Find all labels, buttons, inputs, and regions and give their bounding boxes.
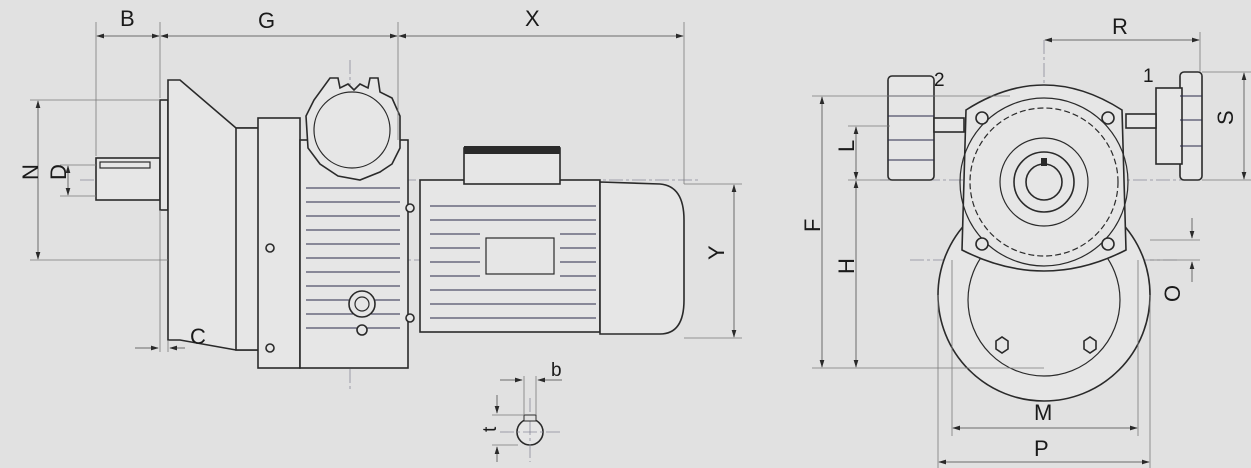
dim-label-b: b	[551, 360, 562, 381]
output-shaft	[95, 157, 161, 201]
dim-label-C: C	[190, 324, 206, 349]
gearbox-boss	[348, 290, 376, 318]
dim-label-t: t	[480, 426, 501, 432]
adjustment-handwheel-side	[305, 77, 401, 181]
dim-label-H: H	[834, 258, 859, 274]
electric-motor	[419, 146, 685, 335]
dim-label-F: F	[800, 219, 825, 232]
handwheel-position-2	[887, 75, 965, 181]
gearbox-face	[959, 84, 1129, 272]
gearbox-fins	[306, 187, 400, 329]
dim-label-R: R	[1112, 14, 1128, 39]
dim-label-P: P	[1034, 436, 1049, 461]
dim-label-G: G	[258, 8, 275, 33]
dim-label-B: B	[120, 6, 135, 31]
dim-label-O: O	[1160, 285, 1185, 302]
gearbox-housing	[257, 117, 301, 369]
side-view: B G X N D C Y	[18, 6, 742, 462]
shaft-key-detail: b t	[480, 360, 562, 462]
dim-label-X: X	[525, 6, 540, 31]
position-label-1: 1	[1143, 66, 1154, 87]
dim-label-Y: Y	[704, 245, 729, 260]
dim-label-S: S	[1213, 110, 1238, 125]
output-flange	[159, 99, 169, 211]
dim-label-D: D	[46, 164, 71, 180]
dim-label-L: L	[834, 140, 859, 152]
dim-label-N: N	[18, 164, 43, 180]
dim-label-M: M	[1034, 400, 1052, 425]
handwheel-position-1	[1125, 71, 1203, 181]
front-view: R 1 2 S F L H O M	[800, 14, 1251, 468]
position-label-2: 2	[934, 70, 945, 91]
